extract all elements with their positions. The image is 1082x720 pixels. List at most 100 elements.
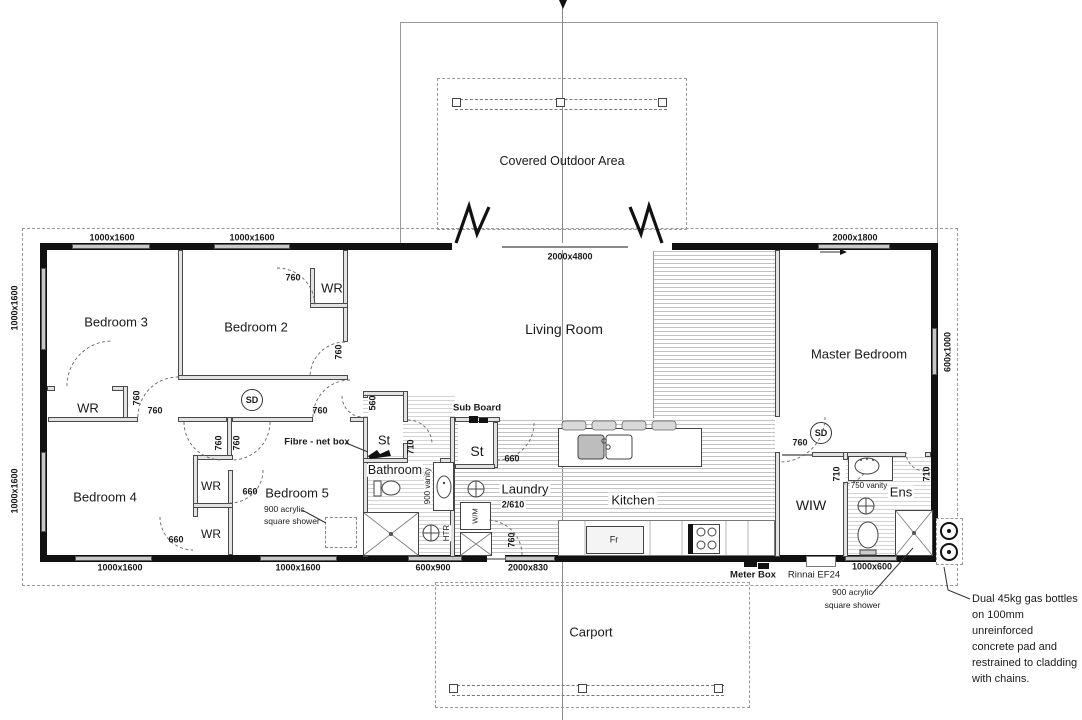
label-bedroom3: Bedroom 3 xyxy=(84,314,148,330)
label-sub-board: Sub Board xyxy=(451,402,503,414)
wall xyxy=(403,391,408,422)
door-size: 660 xyxy=(242,486,258,497)
smoke-detector: SD xyxy=(241,389,263,411)
label-covered-outdoor: Covered Outdoor Area xyxy=(499,153,625,168)
exterior-wall-right xyxy=(931,243,938,562)
wall xyxy=(193,503,233,508)
annotation-line: on 100mm unreinforced xyxy=(972,608,1034,637)
label-fibre-box: Fibre - net box xyxy=(284,436,350,448)
annotation-line: Dual 45kg gas bottles xyxy=(972,593,1078,605)
bathroom-shower xyxy=(363,512,419,556)
annotation-ens-shower: 900 acrylic square shower xyxy=(815,586,890,612)
wall xyxy=(843,482,848,557)
stacker-door-glass xyxy=(502,246,632,248)
cooktop xyxy=(688,524,720,554)
label-wr-upper: WR xyxy=(201,479,221,493)
beam-post xyxy=(556,98,565,107)
meter-box-glyph xyxy=(744,560,757,567)
window-bathroom-bottom xyxy=(408,556,462,561)
door-size: 760 xyxy=(792,437,808,448)
wall xyxy=(178,250,183,377)
label-vanity-750: 750 vanity xyxy=(849,481,889,490)
label-bedroom5: Bedroom 5 xyxy=(265,485,329,501)
door-size: 560 xyxy=(367,395,378,411)
dim-window: 1000x1600 xyxy=(229,232,275,243)
label-bathroom: Bathroom xyxy=(366,462,424,477)
door-size: 710 xyxy=(831,466,842,482)
label-meter-box: Meter Box xyxy=(730,569,776,581)
label-wr-bedroom2: WR xyxy=(321,280,343,296)
ensuite-vanity xyxy=(848,456,893,481)
label-vanity-900: 900 vanity xyxy=(423,467,432,505)
storage2-floor xyxy=(458,422,493,464)
wall xyxy=(455,464,495,469)
laundry-door-threshold xyxy=(487,558,505,560)
door-size: 710 xyxy=(405,439,416,455)
annotation-line: with chains. xyxy=(972,672,1030,685)
label-kitchen: Kitchen xyxy=(608,492,658,508)
label-laundry: Laundry xyxy=(499,481,551,497)
label-storage2: St xyxy=(470,443,484,459)
bathroom-vanity xyxy=(433,462,454,511)
door-size: 760 xyxy=(312,405,328,416)
sd-label: SD xyxy=(814,428,828,438)
wall xyxy=(925,452,931,457)
wall xyxy=(178,417,227,422)
window-ensuite-bottom xyxy=(845,556,897,561)
label-bedroom2: Bedroom 2 xyxy=(224,319,288,335)
exterior-wall-left xyxy=(40,243,47,562)
wall xyxy=(775,250,780,417)
wall xyxy=(363,417,368,557)
annotation-b5-shower: 900 acrylic square shower xyxy=(264,503,320,528)
beam-post xyxy=(714,684,723,693)
sub-board-glyph2 xyxy=(479,418,488,423)
wall xyxy=(48,417,138,422)
post-gap xyxy=(452,243,502,250)
label-living-room: Living Room xyxy=(525,321,603,337)
dining-floor-hatch xyxy=(653,251,776,418)
annotation-line: restrained to cladding xyxy=(972,656,1078,669)
door-size: 660 xyxy=(168,534,184,545)
annotation-line: 900 acrylic xyxy=(832,587,873,597)
kitchen-island xyxy=(558,428,702,467)
storage1-floor xyxy=(368,396,403,456)
door-size: 760 xyxy=(285,272,301,283)
dim-window: 1000x1600 xyxy=(9,468,20,514)
beam-post xyxy=(658,98,667,107)
roof-outline-left xyxy=(400,22,401,247)
annotation-gas-bottles: Dual 45kg gas bottles on 100mm unreinfor… xyxy=(972,592,1082,688)
dim-window: 1000x1600 xyxy=(9,285,20,331)
window-bedroom5-bottom xyxy=(260,556,337,561)
rinnai-unit xyxy=(806,556,836,567)
window-bedroom3-left xyxy=(41,268,46,350)
door-size: 710 xyxy=(921,466,932,482)
dim-window: 2000x1800 xyxy=(832,232,878,243)
window-laundry-bottom xyxy=(505,556,555,561)
label-wr-bedroom3: WR xyxy=(77,400,99,416)
annotation-line: concrete pad and xyxy=(972,640,1058,653)
label-wr-lower: WR xyxy=(201,527,221,541)
label-htr: HTR xyxy=(442,524,451,542)
label-wiw: WIW xyxy=(795,497,827,513)
centerline xyxy=(562,0,563,720)
label-ens: Ens xyxy=(887,484,915,500)
gas-bottles-pad xyxy=(936,518,963,565)
beam-post xyxy=(452,98,461,107)
laundry-tub xyxy=(460,532,492,556)
dim-window: 1000x600 xyxy=(851,561,893,572)
wall xyxy=(812,452,846,457)
door-size: 760 xyxy=(147,405,163,416)
wall xyxy=(310,268,315,308)
wall xyxy=(178,375,348,380)
door-size: 760 xyxy=(213,435,224,451)
sd-label: SD xyxy=(245,395,259,405)
door-size-laundry-slider: 2/610 xyxy=(500,499,526,510)
dim-window: 2000x830 xyxy=(507,562,549,573)
label-fridge: Fr xyxy=(609,534,619,545)
door-size: 760 xyxy=(231,435,242,451)
dim-window: 1000x1600 xyxy=(275,562,321,573)
future-shower-bedroom5 xyxy=(325,517,357,548)
wall xyxy=(343,250,348,342)
annotation-line: 900 acrylic xyxy=(264,504,305,514)
